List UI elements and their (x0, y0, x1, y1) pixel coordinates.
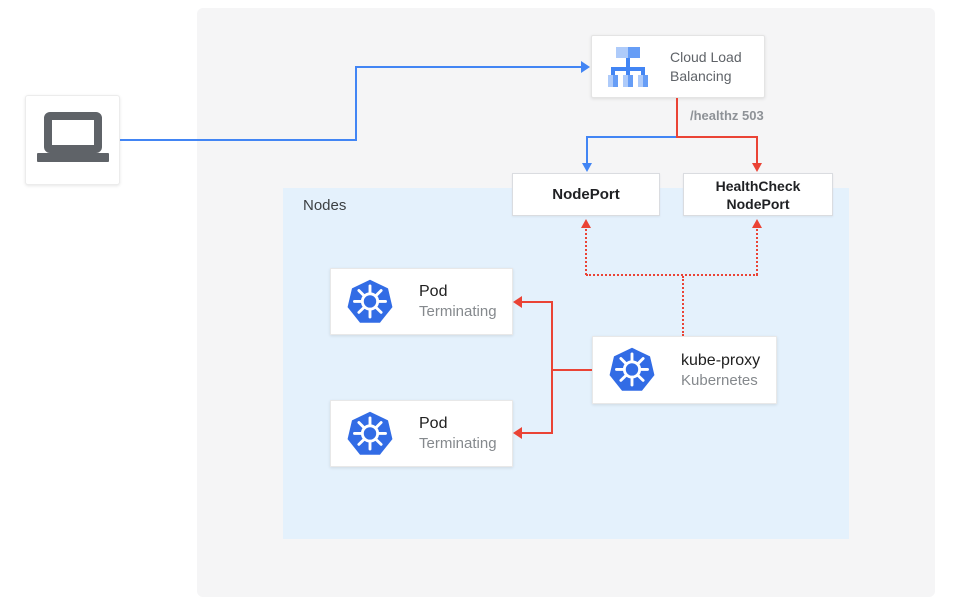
arrowhead-into-pod1 (513, 296, 522, 308)
client-node (25, 95, 120, 185)
dotted-edge-to-nodeport (585, 229, 587, 275)
lb-to-healthcheck-edge (756, 136, 758, 164)
laptop-icon (26, 112, 119, 162)
kubeproxy-to-nodeports-dotted-edge (586, 274, 758, 276)
pod-title: Pod (419, 283, 448, 300)
nodes-label: Nodes (303, 197, 347, 214)
load-balancer-icon (608, 46, 648, 87)
healthcheck-nodeport-label: HealthCheck NodePort (715, 177, 801, 212)
client-to-lb-edge (355, 66, 357, 141)
pod-terminating-node-1: Pod Terminating (330, 268, 513, 335)
kube-proxy-title: kube-proxy (681, 351, 761, 369)
arrowhead-into-healthcheck-bottom (752, 219, 762, 228)
lb-to-nodeport-edge (586, 136, 677, 138)
healthcheck-nodeport-node: HealthCheck NodePort (683, 173, 833, 216)
kubeproxy-to-pod1-edge (522, 301, 553, 303)
arrowhead-into-nodeport-bottom (581, 219, 591, 228)
kube-proxy-node: kube-proxy Kubernetes (592, 336, 777, 404)
arrowhead-into-nodeport (582, 163, 592, 172)
kube-proxy-subtitle: Kubernetes (681, 371, 758, 389)
lb-to-nodeport-edge (586, 136, 588, 164)
kubernetes-icon (347, 411, 393, 455)
kubernetes-icon (609, 347, 655, 391)
pod-terminating-node-2: Pod Terminating (330, 400, 513, 467)
arrowhead-into-pod2 (513, 427, 522, 439)
healthz-status-label: /healthz 503 (690, 108, 764, 123)
nodeport-node: NodePort (512, 173, 660, 216)
nodeport-label: NodePort (552, 186, 620, 203)
arrowhead-into-lb (581, 61, 590, 73)
client-to-lb-edge (355, 66, 582, 68)
cloud-load-balancing-node: Cloud Load Balancing (591, 35, 765, 98)
dotted-edge-to-healthcheck (756, 229, 758, 275)
kubernetes-icon (347, 279, 393, 323)
kubeproxy-to-pods-edge (551, 301, 553, 434)
kubeproxy-to-pod2-edge (522, 432, 553, 434)
pod-status: Terminating (419, 435, 497, 452)
client-to-lb-edge (120, 139, 356, 141)
arrowhead-into-healthcheck-nodeport (752, 163, 762, 172)
kubeproxy-to-pods-edge (551, 369, 592, 371)
cloud-load-balancing-label: Cloud Load Balancing (670, 48, 742, 84)
lb-to-healthcheck-edge (676, 98, 678, 138)
lb-to-healthcheck-edge (676, 136, 758, 138)
pod-status: Terminating (419, 303, 497, 320)
kubeproxy-to-nodeports-dotted-edge (682, 276, 684, 336)
pod-title: Pod (419, 415, 448, 432)
